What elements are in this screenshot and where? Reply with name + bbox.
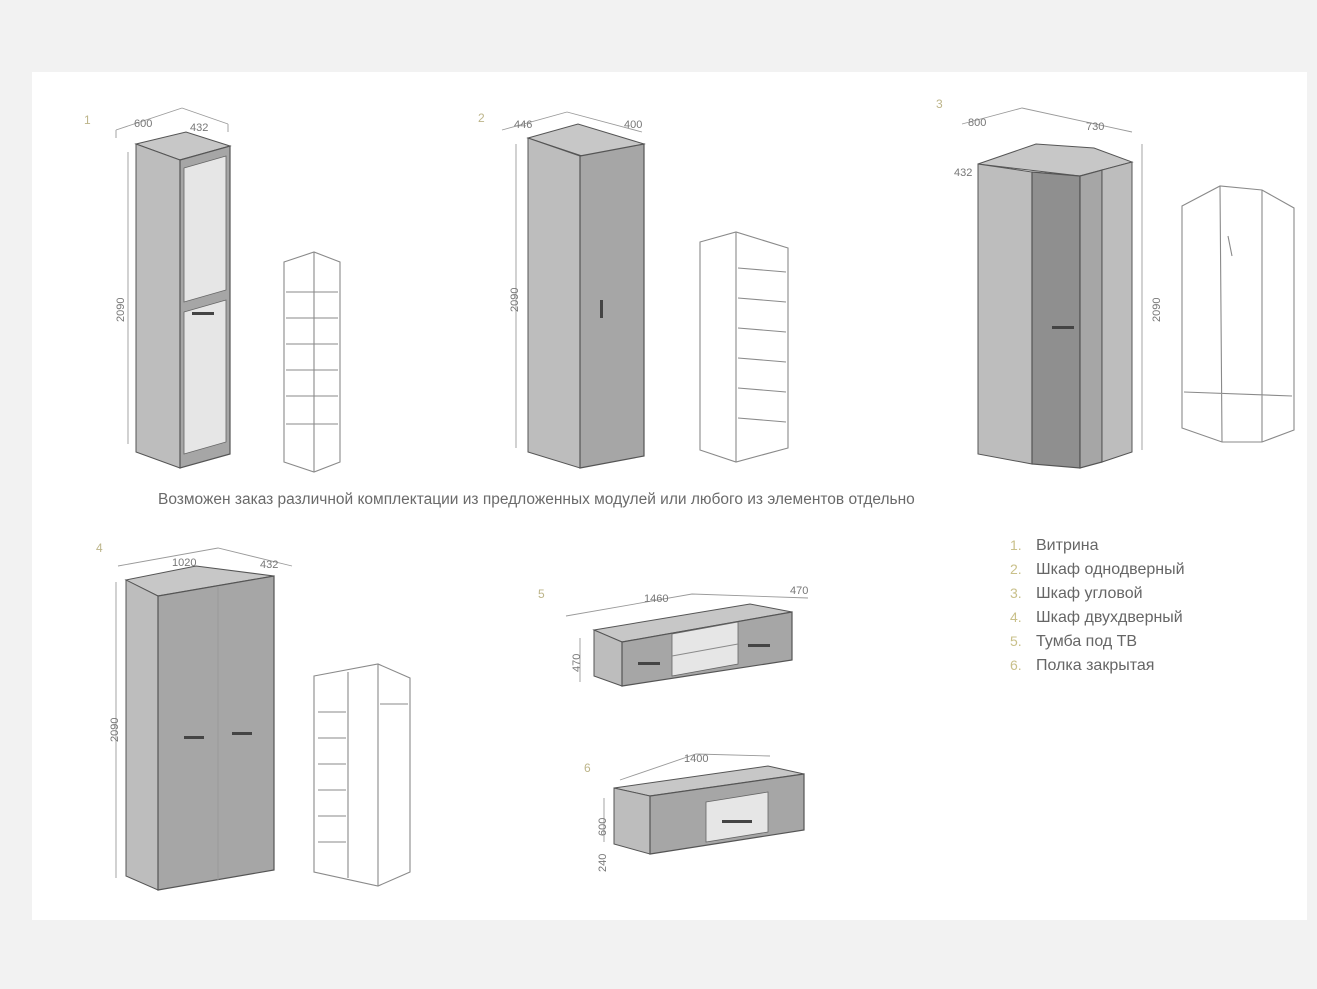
frame-shelves [735, 232, 787, 462]
width-dimension: 446 [514, 119, 532, 131]
legend-item-2: 2. Шкаф однодверный [1010, 561, 1185, 578]
legend-item-5: 5. Тумба под ТВ [1010, 633, 1137, 650]
door-handle [600, 300, 603, 318]
legend: 1. Витрина 2. Шкаф однодверный 3. Шкаф у… [1010, 537, 1185, 674]
cabinet-front-right [1079, 169, 1103, 469]
drawer-handle-left [638, 662, 660, 665]
polka-handle [722, 820, 752, 823]
top-dimension-lines [115, 107, 229, 138]
legend-item-1: 1. Витрина [1010, 537, 1099, 554]
module-3-shkaf-uglovoi: 3 800 730 432 2090 [936, 97, 1295, 469]
depth-dimension: 432 [190, 122, 208, 134]
cabinet-front-left [1031, 171, 1081, 469]
legend-item-3: 3. Шкаф угловой [1010, 585, 1143, 602]
legend-number: 2. [1010, 561, 1022, 577]
cabinet-front [157, 575, 275, 891]
legend-number: 3. [1010, 585, 1022, 601]
legend-label: Витрина [1036, 537, 1099, 554]
width-dimension: 600 [134, 118, 152, 130]
cabinet-front [579, 143, 645, 469]
depth-dimension: 432 [260, 559, 278, 571]
tumba-niche-shelf [671, 643, 739, 657]
legend-number: 6. [1010, 657, 1022, 673]
width-dimension: 1460 [644, 593, 668, 605]
depth-dimension: 470 [790, 585, 808, 597]
frame-view [313, 663, 411, 887]
module-number: 2 [478, 111, 485, 125]
door-handle [1052, 326, 1074, 329]
drawing-sheet: 1 600 432 2090 2 446 400 2090 3 800 [32, 72, 1307, 920]
cabinet-side [125, 579, 159, 891]
frame-view [1181, 185, 1295, 443]
frame-view [283, 251, 341, 473]
top-dimension-lines [619, 753, 771, 781]
module-number: 6 [584, 761, 591, 775]
top-dimension-lines [565, 593, 809, 617]
module-4-shkaf-dvukhdvernyi: 4 1020 432 2090 [96, 541, 411, 891]
legend-label: Тумба под ТВ [1036, 633, 1137, 650]
height-dimension: 600 [597, 818, 609, 836]
legend-label: Шкаф двухдверный [1036, 609, 1183, 626]
module-2-shkaf-odnodvernyi: 2 446 400 2090 [478, 111, 789, 469]
legend-label: Шкаф угловой [1036, 585, 1143, 602]
legend-label: Полка закрытая [1036, 657, 1154, 674]
glass-door-lower [183, 299, 227, 455]
module-number: 4 [96, 541, 103, 555]
frame-shelves [286, 252, 338, 472]
height-dimension: 470 [571, 654, 583, 672]
tumba-open-niche [671, 621, 739, 677]
glass-door-upper [183, 155, 227, 303]
width-dimension: 1400 [684, 753, 708, 765]
module-5-tumba-pod-tv: 5 1460 470 470 [538, 585, 809, 687]
top-dimension-lines [961, 107, 1133, 133]
frame-shelves [318, 664, 408, 886]
cabinet-side-left [977, 163, 1033, 465]
width-dimension: 800 [968, 117, 986, 129]
legend-label: Шкаф однодверный [1036, 561, 1185, 578]
depth-dimension: 400 [624, 119, 642, 131]
height-dimension: 2090 [109, 718, 121, 742]
module-6-polka-zakrytaya: 6 1400 600 240 [584, 753, 805, 872]
module-number: 1 [84, 113, 91, 127]
module-1-vitrina: 1 600 432 2090 [84, 107, 341, 473]
door-handle-right [232, 732, 252, 735]
cabinet-side-right [1101, 161, 1133, 463]
height-dimension: 2090 [1151, 298, 1163, 322]
polka-door [705, 791, 769, 843]
legend-number: 4. [1010, 609, 1022, 625]
frame-rails [1183, 185, 1293, 443]
height-dimension: 2090 [115, 298, 127, 322]
top-dimension-lines [117, 547, 293, 567]
caption-text: Возможен заказ различной комплектации из… [158, 491, 915, 508]
module-number: 5 [538, 587, 545, 601]
leg-dimension: 240 [597, 854, 609, 872]
side-dimension: 432 [954, 167, 972, 179]
frame-view [699, 231, 789, 463]
door-handle-left [184, 736, 204, 739]
cabinet-side [135, 143, 181, 469]
drawer-handle-right [748, 644, 770, 647]
legend-number: 1. [1010, 537, 1022, 553]
depth-dimension: 730 [1086, 121, 1104, 133]
furniture-diagram: 1 600 432 2090 2 446 400 2090 3 800 [84, 97, 1295, 891]
legend-item-6: 6. Полка закрытая [1010, 657, 1154, 674]
height-dimension: 2090 [509, 288, 521, 312]
door-handle [192, 312, 214, 315]
legend-number: 5. [1010, 633, 1022, 649]
module-number: 3 [936, 97, 943, 111]
cabinet-side [527, 137, 581, 469]
width-dimension: 1020 [172, 557, 196, 569]
polka-side [613, 787, 651, 855]
top-dimension-lines [501, 111, 643, 133]
legend-item-4: 4. Шкаф двухдверный [1010, 609, 1183, 626]
